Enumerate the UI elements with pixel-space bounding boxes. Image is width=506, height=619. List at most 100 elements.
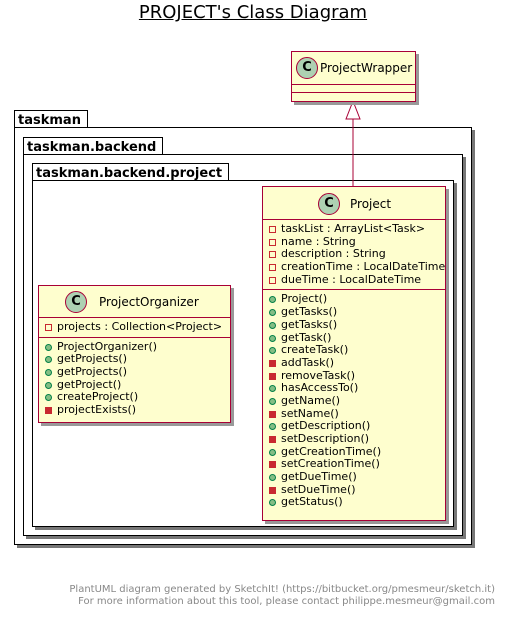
field-row: description : String (263, 248, 445, 261)
private-visibility-icon (269, 359, 276, 367)
member-text: getTask() (281, 330, 332, 344)
private-visibility-icon (269, 251, 276, 259)
method-row: addTask() (263, 355, 445, 370)
method-row: Project() (263, 293, 445, 306)
member-text: ProjectOrganizer() (57, 339, 158, 353)
public-visibility-icon (269, 334, 276, 342)
class-project[interactable]: C Project taskList : ArrayList<Task>name… (262, 186, 446, 521)
method-row: setName() (263, 406, 445, 421)
footer-credit: PlantUML diagram generated by SketchIt! … (69, 584, 495, 608)
member-text: getStatus() (281, 495, 343, 509)
method-row: ProjectOrganizer() (39, 339, 230, 354)
public-visibility-icon (269, 499, 276, 507)
member-text: getTasks() (281, 305, 338, 319)
member-text: projectExists() (57, 403, 137, 417)
package-tab-taskman: taskman (14, 110, 88, 128)
public-visibility-icon (269, 474, 276, 482)
member-text: setName() (281, 406, 339, 420)
class-projectwrapper[interactable]: C ProjectWrapper (291, 51, 416, 102)
field-row: dueTime : LocalDateTime (263, 272, 445, 287)
member-text: addTask() (281, 355, 335, 369)
method-row: createProject() (39, 391, 230, 404)
member-text: getCreationTime() (281, 444, 382, 458)
class-name: ProjectWrapper (320, 61, 413, 75)
member-text: getProjects() (57, 352, 128, 366)
private-visibility-icon (45, 324, 52, 331)
member-text: getDescription() (281, 419, 371, 433)
private-visibility-icon (269, 276, 276, 284)
methods-section: ProjectOrganizer()getProjects()getProjec… (39, 338, 230, 420)
method-row: getProjects() (39, 365, 230, 379)
member-text: Project() (281, 292, 328, 306)
method-row: removeTask() (263, 368, 445, 383)
member-text: getProject() (57, 377, 122, 391)
class-icon: C (296, 57, 318, 79)
class-projectorganizer[interactable]: C ProjectOrganizer projects : Collection… (38, 285, 231, 423)
public-visibility-icon (269, 347, 276, 355)
public-visibility-icon (45, 394, 52, 402)
member-text: createProject() (57, 390, 139, 404)
footer-line-2: For more information about this tool, pl… (78, 596, 495, 607)
diagram-title: PROJECT's Class Diagram (138, 2, 368, 23)
public-visibility-icon (269, 321, 276, 329)
method-row: getTasks() (263, 305, 445, 319)
package-tab-project: taskman.backend.project (32, 163, 230, 181)
member-text: getTasks() (281, 317, 338, 331)
class-icon: C (318, 193, 340, 215)
field-row: name : String (263, 234, 445, 249)
member-text: getName() (281, 393, 341, 407)
method-row: getDueTime() (263, 470, 445, 484)
private-visibility-icon (269, 372, 276, 380)
member-text: removeTask() (281, 368, 356, 382)
public-visibility-icon (269, 296, 276, 304)
method-row: getCreationTime() (263, 444, 445, 459)
private-visibility-icon (269, 226, 276, 233)
method-row: setDescription() (263, 432, 445, 446)
private-visibility-icon (269, 486, 276, 494)
footer-line-1: PlantUML diagram generated by SketchIt! … (69, 584, 495, 595)
method-row: createTask() (263, 343, 445, 357)
public-visibility-icon (269, 448, 276, 456)
methods-section: Project()getTasks()getTasks()getTask()cr… (263, 290, 445, 512)
field-row: creationTime : LocalDateTime (263, 260, 446, 274)
field-row: taskList : ArrayList<Task> (263, 222, 445, 236)
member-text: setDueTime() (281, 482, 356, 496)
public-visibility-icon (269, 423, 276, 431)
private-visibility-icon (269, 461, 276, 469)
private-visibility-icon (269, 238, 276, 246)
method-row: getDescription() (263, 419, 445, 433)
class-icon: C (65, 291, 87, 313)
method-row: getProject() (39, 377, 230, 392)
empty-fields-section (292, 85, 415, 93)
method-row: getProjects() (39, 353, 230, 366)
private-visibility-icon (45, 407, 52, 415)
member-text: setCreationTime() (281, 457, 380, 471)
fields-section: projects : Collection<Project> (39, 318, 230, 338)
private-visibility-icon (269, 436, 276, 443)
public-visibility-icon (269, 397, 276, 405)
public-visibility-icon (269, 385, 276, 393)
class-name: ProjectOrganizer (99, 295, 199, 309)
public-visibility-icon (269, 309, 276, 317)
member-text: projects : Collection<Project> (57, 320, 223, 333)
field-row: projects : Collection<Project> (39, 320, 230, 334)
class-name: Project (350, 197, 392, 211)
member-text: getDueTime() (281, 470, 357, 484)
public-visibility-icon (45, 356, 52, 364)
member-text: dueTime : LocalDateTime (281, 272, 422, 286)
public-visibility-icon (45, 381, 52, 389)
public-visibility-icon (45, 369, 52, 377)
private-visibility-icon (269, 410, 276, 418)
method-row: setCreationTime() (263, 458, 445, 471)
method-row: getTasks() (263, 317, 445, 332)
member-text: createTask() (281, 343, 349, 357)
method-row: getStatus() (263, 496, 445, 509)
method-row: getName() (263, 393, 445, 408)
public-visibility-icon (45, 343, 52, 351)
member-text: creationTime : LocalDateTime (281, 260, 446, 274)
private-visibility-icon (269, 264, 276, 272)
method-row: setDueTime() (263, 482, 445, 497)
member-text: name : String (281, 234, 356, 248)
